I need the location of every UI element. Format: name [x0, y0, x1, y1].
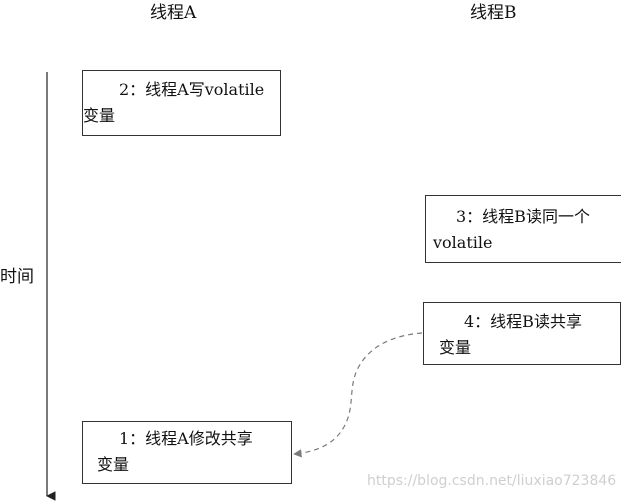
step-3-line-2: volatile — [433, 233, 493, 252]
dashed-connector-arrow — [293, 332, 423, 458]
step-2-line-1: 2：线程A写volatile — [119, 80, 265, 99]
step-1-box: 1：线程A修改共享 变量 — [82, 421, 292, 484]
step-2-box: 2：线程A写volatile 变量 — [82, 70, 281, 136]
step-2-line-2: 变量 — [83, 106, 116, 125]
thread-a-header: 线程A — [150, 3, 197, 23]
step-1-line-2: 变量 — [97, 455, 130, 474]
time-axis-label: 时间 — [0, 267, 34, 287]
step-4-line-2: 变量 — [439, 338, 472, 357]
step-3-line-1: 3：线程B读同一个 — [456, 207, 590, 226]
watermark-text: https://blog.csdn.net/liuxiao723846 — [367, 473, 617, 489]
thread-b-header: 线程B — [470, 3, 517, 23]
step-1-line-1: 1：线程A修改共享 — [119, 429, 253, 448]
step-4-box: 4：线程B读共享 变量 — [423, 302, 621, 365]
step-4-line-1: 4：线程B读共享 — [464, 312, 582, 331]
step-3-box: 3：线程B读同一个 volatile — [425, 195, 621, 263]
